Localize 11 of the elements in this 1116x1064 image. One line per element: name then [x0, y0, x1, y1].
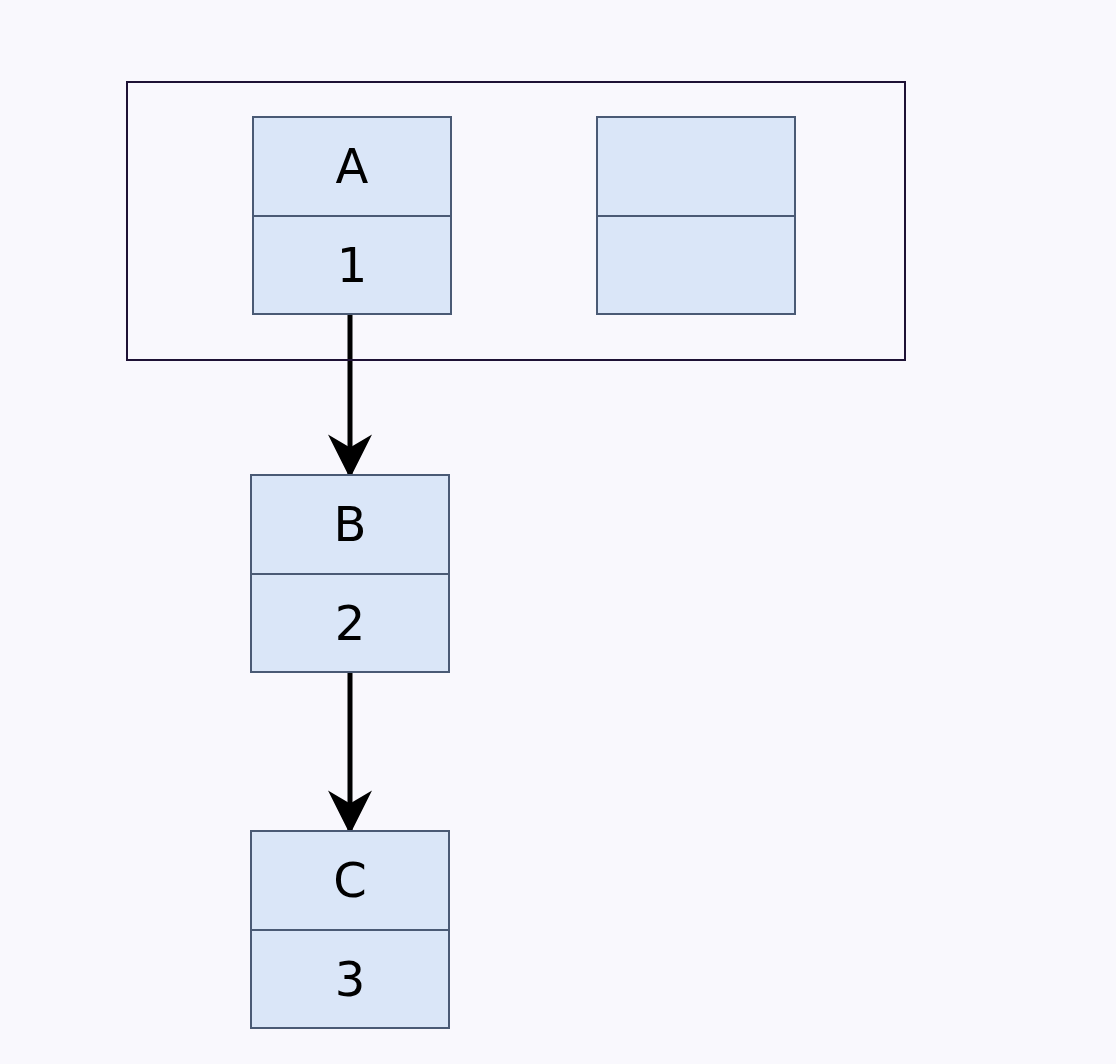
- record-field-text: B: [333, 500, 367, 549]
- record-box: [252, 116, 452, 315]
- record-box: [596, 116, 796, 315]
- record-field-text: 2: [334, 598, 366, 647]
- record-field-text: C: [333, 856, 367, 905]
- record-box: [250, 474, 450, 673]
- record-box: [250, 830, 450, 1029]
- group-frame: [126, 81, 906, 361]
- record-field-text: 1: [336, 240, 368, 289]
- record-field-text: A: [335, 142, 369, 191]
- record-field-text: 3: [334, 954, 366, 1003]
